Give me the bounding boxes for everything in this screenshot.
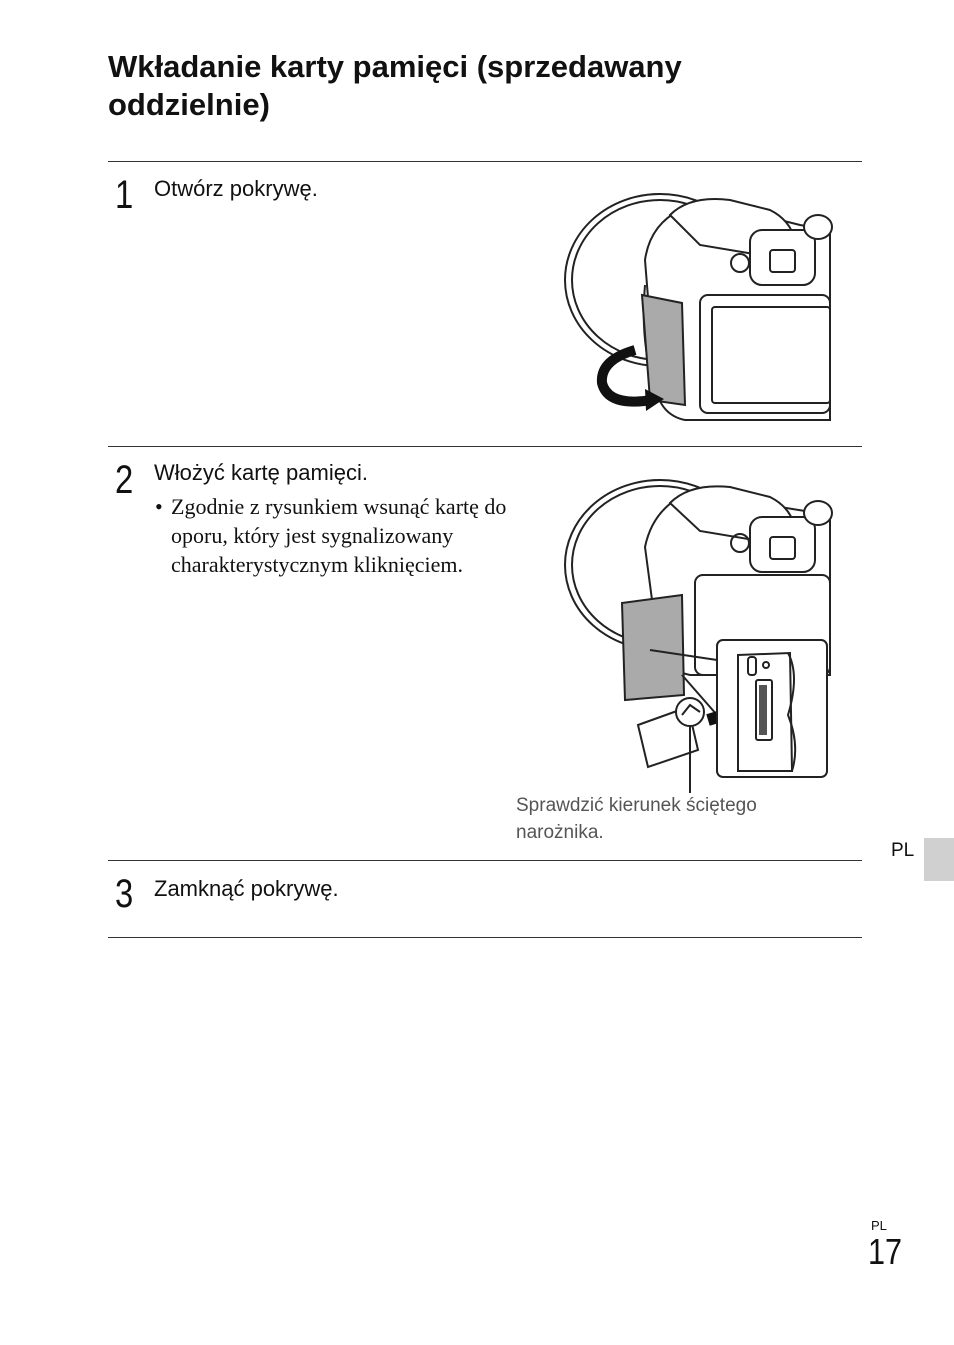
side-tab-marker (924, 838, 954, 881)
step-1-number: 1 (115, 173, 134, 217)
divider-step-2 (108, 446, 862, 447)
step-2-instruction: • Zgodnie z rysunkiem wsunąć kartę do op… (155, 492, 525, 579)
figure-caption: Sprawdzić kierunek ściętego narożnika. (516, 795, 757, 843)
bullet-icon: • (155, 494, 163, 519)
step-1-text: Otwórz pokrywę. (154, 176, 318, 201)
step-2-bullet-text: Zgodnie z rysunkiem wsunąć kartę do opor… (171, 494, 507, 577)
camera-open-cover-illustration (564, 193, 833, 421)
page-title: Wkładanie karty pamięci (sprzedawany odd… (108, 49, 682, 122)
divider-top (108, 161, 862, 162)
step-3-text: Zamknąć pokrywę. (154, 876, 339, 901)
page-number: 17 (868, 1231, 903, 1272)
step-3-number: 3 (115, 872, 134, 916)
insert-card-illustration (564, 479, 833, 793)
divider-step-3 (108, 860, 862, 861)
footer-language: PL (871, 1218, 887, 1233)
divider-bottom (108, 937, 862, 938)
side-tab-language: PL (891, 840, 915, 861)
step-2-text: Włożyć kartę pamięci. (154, 460, 368, 485)
step-2-number: 2 (115, 458, 134, 502)
